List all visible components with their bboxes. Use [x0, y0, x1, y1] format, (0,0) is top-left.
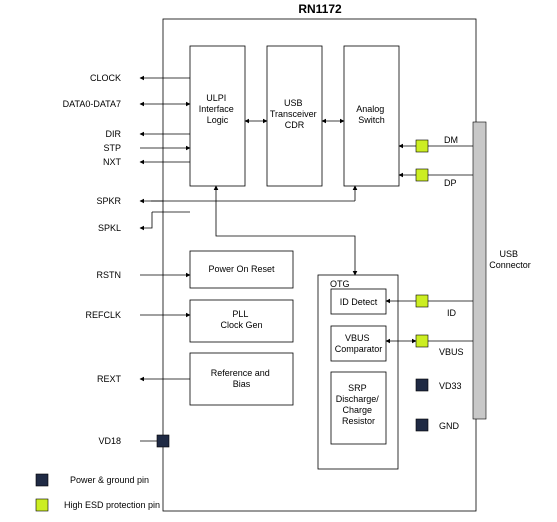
- id-detect-label: ID Detect: [340, 297, 378, 307]
- pll-block: PLL Clock Gen: [189, 299, 294, 343]
- svg-text:Analog Switch: Analog Switch: [356, 104, 387, 125]
- vd33-power-pin: [415, 378, 429, 392]
- pll-line-1: PLL: [232, 309, 248, 319]
- vd18-power-pin: [156, 434, 170, 448]
- vbus-comparator-block: [330, 325, 387, 362]
- dp-label: DP: [444, 178, 457, 188]
- pll-line-2: Clock Gen: [220, 320, 262, 330]
- spkr-label: SPKR: [96, 196, 121, 206]
- refclk-label: REFCLK: [85, 310, 121, 320]
- svg-text:SRP Discharge/ Cha: SRP Discharge/ Charge Resistor: [336, 383, 382, 426]
- por-label: Power On Reset: [208, 264, 275, 274]
- svg-text:VBUS Comparator: VBUS Comparator: [335, 333, 383, 354]
- data-label: DATA0-DATA7: [63, 99, 121, 109]
- connector-line-2: Connector: [489, 260, 531, 270]
- vd33-label: VD33: [439, 381, 462, 391]
- vbus-comp-line-2: Comparator: [335, 344, 383, 354]
- transceiver-line-2: Transceiver: [270, 109, 317, 119]
- spkl-line: [139, 212, 153, 231]
- vd18-label: VD18: [98, 436, 121, 446]
- srp-line-3: Charge: [342, 405, 372, 415]
- svg-text:PLL Clock Gen: PLL Clock Gen: [220, 309, 262, 330]
- switch-line-1: Analog: [356, 104, 384, 114]
- srp-line-4: Resistor: [342, 416, 375, 426]
- ulpi-line-1: ULPI: [206, 93, 226, 103]
- svg-text:USB Transceiver CD: USB Transceiver CDR: [270, 98, 319, 130]
- dm-label: DM: [444, 135, 458, 145]
- nxt-label: NXT: [103, 157, 122, 167]
- legend-power-label: Power & ground pin: [70, 475, 149, 485]
- otg-label: OTG: [330, 279, 350, 289]
- legend-esd-swatch: [35, 498, 49, 512]
- reference-bias-block: Reference and Bias: [189, 352, 294, 406]
- srp-line-1: SRP: [348, 383, 367, 393]
- dm-esd-pin: [415, 139, 429, 153]
- legend-power-swatch: [35, 473, 49, 487]
- vbus-comp-line-1: VBUS: [345, 333, 370, 343]
- srp-line-2: Discharge/: [336, 394, 380, 404]
- usb-transceiver-block: USB Transceiver CDR: [266, 45, 323, 187]
- otg-block: OTG ID Detect VBUS Comparator SRP Discha…: [317, 274, 399, 470]
- legend-esd-label: High ESD protection pin: [64, 500, 160, 510]
- stp-label: STP: [103, 143, 121, 153]
- ulpi-line-3: Logic: [207, 115, 229, 125]
- transceiver-line-1: USB: [284, 98, 303, 108]
- svg-text:ULPI Interface Log: ULPI Interface Logic: [199, 93, 237, 125]
- gnd-label: GND: [439, 421, 460, 431]
- ref-line-1: Reference and: [211, 368, 270, 378]
- rext-label: REXT: [97, 374, 122, 384]
- dir-label: DIR: [106, 129, 122, 139]
- power-on-reset-block: Power On Reset: [189, 250, 294, 289]
- transceiver-line-3: CDR: [285, 120, 305, 130]
- rstn-label: RSTN: [97, 270, 122, 280]
- dp-esd-pin: [415, 168, 429, 182]
- ref-line-2: Bias: [233, 379, 251, 389]
- vbus-label: VBUS: [439, 347, 464, 357]
- gnd-power-pin: [415, 418, 429, 432]
- spkl-label: SPKL: [98, 223, 121, 233]
- vbus-esd-pin: [415, 334, 429, 348]
- usb-connector-bar: [472, 121, 487, 420]
- connector-line-1: USB: [499, 249, 518, 259]
- switch-line-2: Switch: [358, 115, 385, 125]
- svg-text:Reference and Bias: Reference and Bias: [211, 368, 273, 389]
- ulpi-otg-link: [213, 185, 358, 276]
- id-esd-pin: [415, 294, 429, 308]
- svg-text:USB Connector: USB Connector: [489, 249, 531, 270]
- ulpi-block: ULPI Interface Logic: [189, 45, 246, 187]
- ulpi-line-2: Interface: [199, 104, 234, 114]
- id-label: ID: [447, 308, 457, 318]
- analog-switch-block: Analog Switch: [343, 45, 400, 187]
- clock-label: CLOCK: [90, 73, 121, 83]
- srp-block: [330, 371, 387, 445]
- chip-title: RN1172: [298, 2, 342, 16]
- id-detect-block: [330, 288, 387, 315]
